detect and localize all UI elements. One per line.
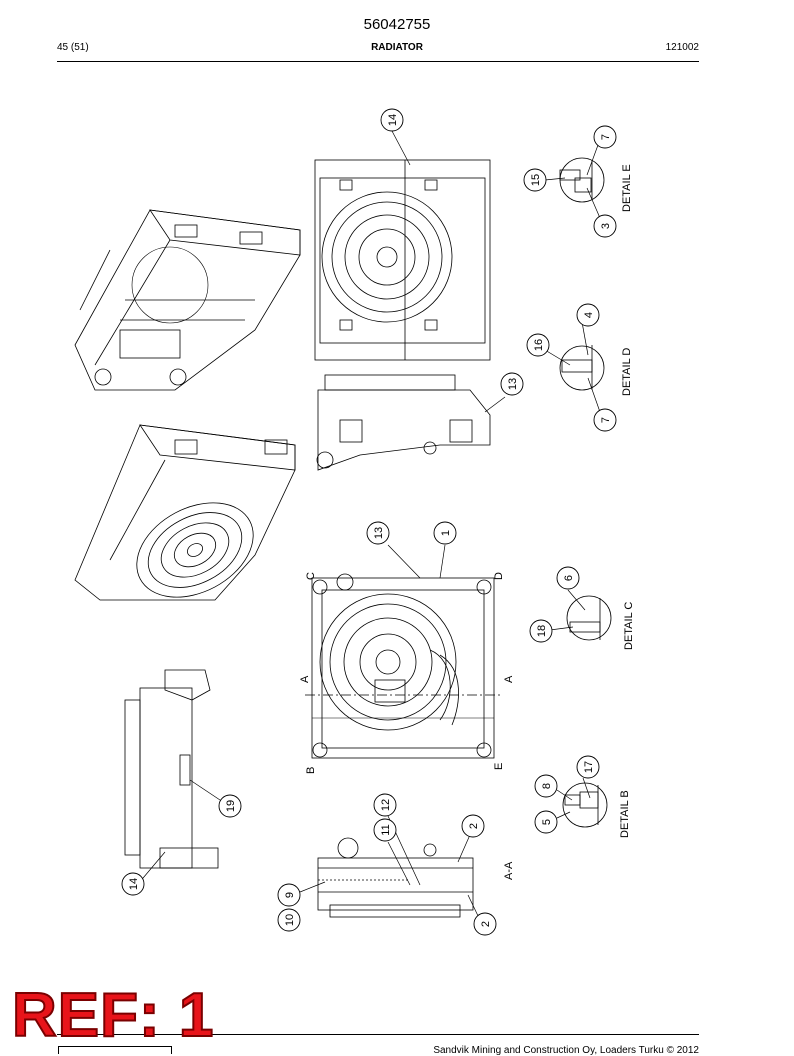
section-mark-a-right: A <box>503 675 515 683</box>
document-number: 56042755 <box>363 16 431 33</box>
callout-18: 18 <box>529 619 553 643</box>
callout-1: 1 <box>433 521 457 545</box>
svg-text:17: 17 <box>583 761 595 773</box>
detail-circle-c <box>566 595 612 641</box>
svg-text:3: 3 <box>600 223 612 229</box>
callout-2-top: 2 <box>461 814 485 838</box>
footer-copyright: Sandvik Mining and Construction Oy, Load… <box>433 1045 699 1056</box>
svg-text:8: 8 <box>541 783 553 789</box>
callout-16: 16 <box>526 333 550 357</box>
detail-circle-e <box>559 157 605 203</box>
svg-text:11: 11 <box>380 824 392 835</box>
svg-text:10: 10 <box>284 914 296 926</box>
svg-text:6: 6 <box>563 575 575 581</box>
svg-text:19: 19 <box>225 800 237 812</box>
isometric-view-fan <box>74 424 296 601</box>
callout-17: 17 <box>576 755 600 779</box>
callout-14-top: 14 <box>380 108 404 132</box>
callout-8: 8 <box>534 774 558 798</box>
callout-13-front: 13 <box>366 521 390 545</box>
section-mark-c: C <box>305 572 317 580</box>
callout-4: 4 <box>576 303 600 327</box>
svg-text:16: 16 <box>533 339 545 351</box>
section-mark-b: B <box>305 767 317 774</box>
detail-c-label: DETAIL C <box>623 602 635 650</box>
isometric-view-top <box>74 209 301 391</box>
callout-12: 12 <box>373 793 397 817</box>
leader-lines <box>137 130 601 921</box>
svg-text:2: 2 <box>468 823 480 829</box>
callout-11: 11 <box>373 818 397 842</box>
svg-text:7: 7 <box>600 134 612 140</box>
detail-d-label: DETAIL D <box>621 348 633 396</box>
callout-6: 6 <box>556 566 580 590</box>
callout-7-e: 7 <box>593 125 617 149</box>
svg-text:14: 14 <box>387 114 399 126</box>
callout-2-bottom: 2 <box>473 912 497 936</box>
callout-5: 5 <box>534 810 558 834</box>
section-mark-d: D <box>493 572 505 580</box>
section-a-a <box>317 837 474 918</box>
callout-15: 15 <box>523 168 547 192</box>
page-count: 45 (51) <box>57 42 89 53</box>
footer-rule <box>57 1034 699 1035</box>
svg-text:13: 13 <box>373 527 385 539</box>
detail-circle-d <box>559 345 605 391</box>
svg-text:13: 13 <box>507 378 519 390</box>
svg-text:12: 12 <box>380 799 392 811</box>
ref-stamp: REF: 1 <box>11 981 215 1050</box>
callout-10: 10 <box>277 908 301 932</box>
svg-text:7: 7 <box>600 417 612 423</box>
svg-text:4: 4 <box>583 312 595 318</box>
header-rule <box>57 61 699 62</box>
svg-text:14: 14 <box>128 878 140 890</box>
section-mark-e: E <box>493 763 505 770</box>
logo-fragment <box>58 1046 172 1054</box>
callout-9: 9 <box>277 883 301 907</box>
plan-view-top <box>314 159 491 361</box>
detail-e-label: DETAIL E <box>621 164 633 212</box>
svg-text:1: 1 <box>440 530 452 536</box>
section-mark-a-left: A <box>299 675 311 683</box>
callout-19: 19 <box>218 794 242 818</box>
svg-text:2: 2 <box>480 921 492 927</box>
section-view-label: A-A <box>503 861 515 880</box>
svg-text:18: 18 <box>536 625 548 637</box>
detail-b-label: DETAIL B <box>619 790 631 838</box>
side-view <box>316 374 491 471</box>
svg-text:9: 9 <box>284 892 296 898</box>
front-view <box>305 573 500 759</box>
svg-text:5: 5 <box>541 819 553 825</box>
page-title: RADIATOR <box>371 42 423 53</box>
date-code: 121002 <box>665 42 699 53</box>
callout-3: 3 <box>593 214 617 238</box>
callout-14-bottom: 14 <box>121 872 145 896</box>
callout-13-side: 13 <box>500 372 524 396</box>
svg-text:15: 15 <box>530 174 542 186</box>
callout-7-d: 7 <box>593 408 617 432</box>
